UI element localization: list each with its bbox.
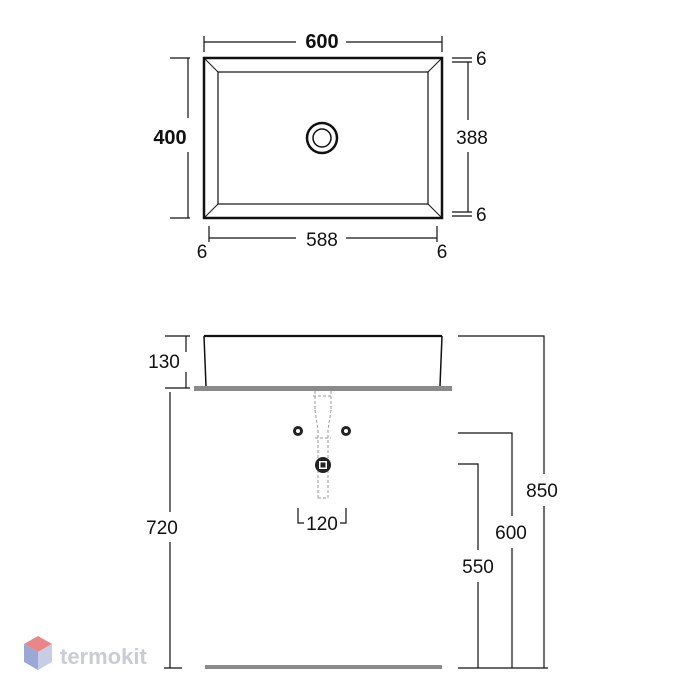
rim-top-label: 6 (476, 49, 487, 70)
wall-fixing-icon (341, 426, 351, 436)
dim-line-drain-spacing (297, 508, 347, 524)
rim-right-label: 6 (437, 242, 448, 263)
drain-outlet-icon (315, 457, 331, 473)
basin-inner-outline (217, 71, 429, 205)
top-view: 600 400 6 388 6 6 588 6 (153, 31, 488, 263)
dim-line-level-850 (458, 335, 545, 668)
level-850-label: 850 (526, 481, 558, 502)
depth-inner-label: 388 (456, 128, 488, 149)
dim-line-level-550 (458, 463, 479, 668)
countertop (194, 386, 452, 391)
dim-line-level-600 (458, 432, 513, 668)
dim-line-mount-height (164, 392, 182, 669)
watermark-text: termokit (60, 644, 147, 669)
basin-height-label: 130 (148, 352, 180, 373)
width-outer-label: 600 (305, 31, 338, 53)
floor-line (205, 665, 442, 669)
basin-outer-outline (202, 56, 444, 220)
side-view: 120 130 720 850 600 (146, 334, 558, 669)
drain-spacing-label: 120 (306, 514, 338, 535)
dim-line-width-inner (208, 226, 438, 242)
watermark: termokit (24, 636, 147, 670)
dim-line-basin-height (165, 335, 190, 389)
dim-line-depth-outer (170, 57, 190, 219)
corner-lines (203, 57, 443, 219)
drain-pipe (313, 391, 333, 499)
termokit-logo-icon (24, 636, 52, 670)
level-600-label: 600 (495, 523, 527, 544)
dim-line-width-outer (203, 36, 443, 52)
rim-bottom-label: 6 (476, 205, 487, 226)
basin-side-outline (203, 334, 443, 387)
dim-line-depth-inner (452, 57, 472, 217)
level-550-label: 550 (462, 557, 494, 578)
mount-height-label: 720 (146, 518, 178, 539)
drain-icon (305, 121, 339, 155)
width-inner-label: 588 (306, 230, 338, 251)
rim-left-label: 6 (197, 242, 208, 263)
wall-fixing-icon (293, 426, 303, 436)
depth-outer-label: 400 (153, 127, 186, 149)
